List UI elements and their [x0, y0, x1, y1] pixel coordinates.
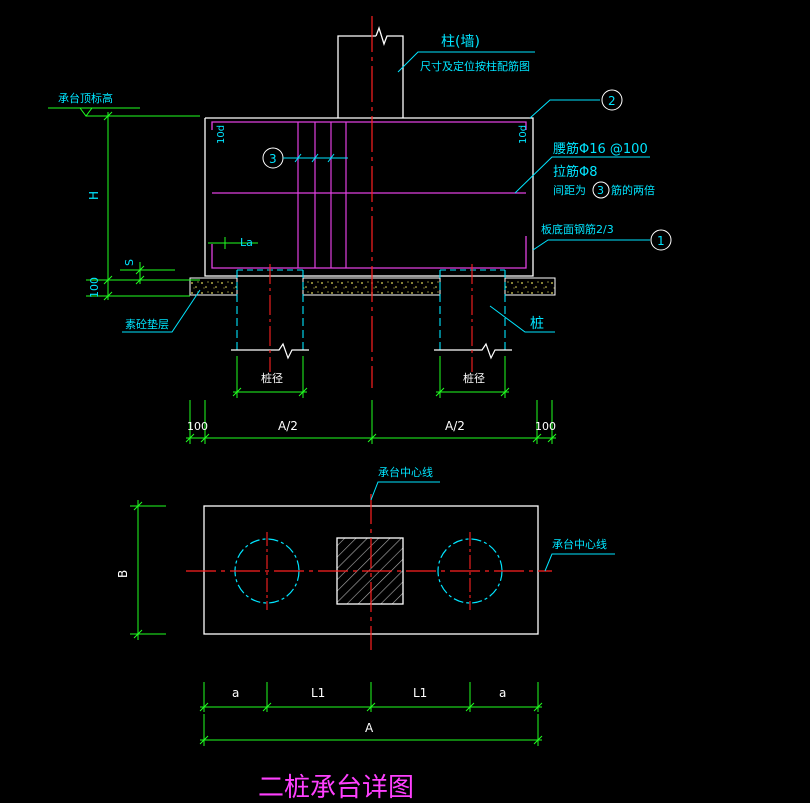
- pile-right-break-symbol: [434, 342, 512, 360]
- bedding-label-leader: [122, 289, 201, 333]
- dim-a-half-left: A/2: [278, 419, 298, 433]
- dim-l1-right-label: L1: [413, 686, 427, 700]
- pile-dia-left-label: 桩径: [261, 371, 283, 385]
- marker-3-ticks: [294, 153, 335, 163]
- drawing-title: 二桩承台详图: [258, 773, 414, 803]
- tie-spacing-prefix: 间距为: [553, 184, 586, 197]
- dim-a-left-label: a: [232, 686, 239, 700]
- marker-2-leader: [529, 99, 600, 119]
- pile-dia-right-dim: [435, 356, 510, 398]
- pile-label: 桩: [530, 315, 544, 332]
- plan-view: 承台中心线 承台中心线 B a L1 L1 a: [116, 465, 615, 746]
- dim-a-l1-chain: [199, 682, 543, 712]
- pile-left-break-symbol: [231, 342, 309, 360]
- marker-3-text: 3: [269, 152, 277, 166]
- marker-2-text: 2: [608, 94, 616, 108]
- dim-b: [130, 500, 166, 640]
- elevation-symbol: [79, 107, 93, 117]
- waist-bar-leader: [514, 156, 650, 194]
- top-rebar: [211, 121, 527, 130]
- dim-l1-left-label: L1: [311, 686, 325, 700]
- center-line-top-label: 承台中心线: [378, 465, 433, 479]
- dim-h-label: H: [87, 191, 101, 200]
- marker-1-leader: [532, 239, 650, 251]
- column-outline: [337, 35, 376, 118]
- bedding-label: 素砼垫层: [125, 317, 169, 331]
- marker-3b-text: 3: [597, 184, 604, 197]
- pile-label-leader: [489, 305, 555, 333]
- tie-spacing-suffix: 筋的两倍: [611, 183, 655, 197]
- bedding-right: [504, 277, 556, 296]
- dim-a-total: [199, 714, 543, 746]
- center-line-right-label: 承台中心线: [552, 537, 607, 551]
- section-view: 承台顶标高 H S 100 10d 10d La 柱(墙) 尺寸及定位按柱配筋图…: [48, 16, 672, 444]
- bedding-left: [189, 277, 238, 296]
- column-label: 柱(墙): [441, 34, 480, 50]
- dim-100-right: 100: [535, 420, 556, 433]
- waist-bar-label: 腰筋Φ16 @100: [553, 141, 648, 157]
- column-note: 尺寸及定位按柱配筋图: [420, 59, 530, 73]
- bottom-bar-note: 板底面钢筋2/3: [541, 222, 614, 236]
- dim-ticks-h: [103, 111, 145, 301]
- pile-dia-right-label: 桩径: [463, 371, 485, 385]
- dim-a-total-label: A: [365, 721, 374, 735]
- dim-a-half-right: A/2: [445, 419, 465, 433]
- column-break-symbol: [375, 25, 404, 118]
- bottom-rebar: [211, 236, 527, 269]
- marker-3b-circle: [592, 181, 610, 199]
- dim-100-left: 100: [187, 420, 208, 433]
- cap-outline: [204, 117, 534, 277]
- label-10d-left: 10d: [216, 125, 227, 144]
- marker-1-text: 1: [657, 234, 665, 248]
- center-line-right-leader: [544, 553, 615, 572]
- column-label-leader: [397, 51, 535, 73]
- dim-s-label: S: [123, 259, 136, 266]
- dim-b-label: B: [116, 570, 130, 578]
- dim-a-right-label: a: [499, 686, 506, 700]
- section-overall-dim: [185, 400, 557, 444]
- center-line-top-leader: [370, 481, 440, 501]
- la-label: La: [240, 236, 253, 249]
- marker-2-circle: [601, 89, 623, 111]
- label-10d-right: 10d: [518, 125, 529, 144]
- tie-bar-label: 拉筋Φ8: [553, 164, 598, 180]
- dim-100-left-label: 100: [88, 277, 101, 298]
- marker-1-circle: [650, 229, 672, 251]
- pile-dia-left-dim: [232, 356, 308, 398]
- cap-top-elevation-label: 承台顶标高: [58, 91, 113, 105]
